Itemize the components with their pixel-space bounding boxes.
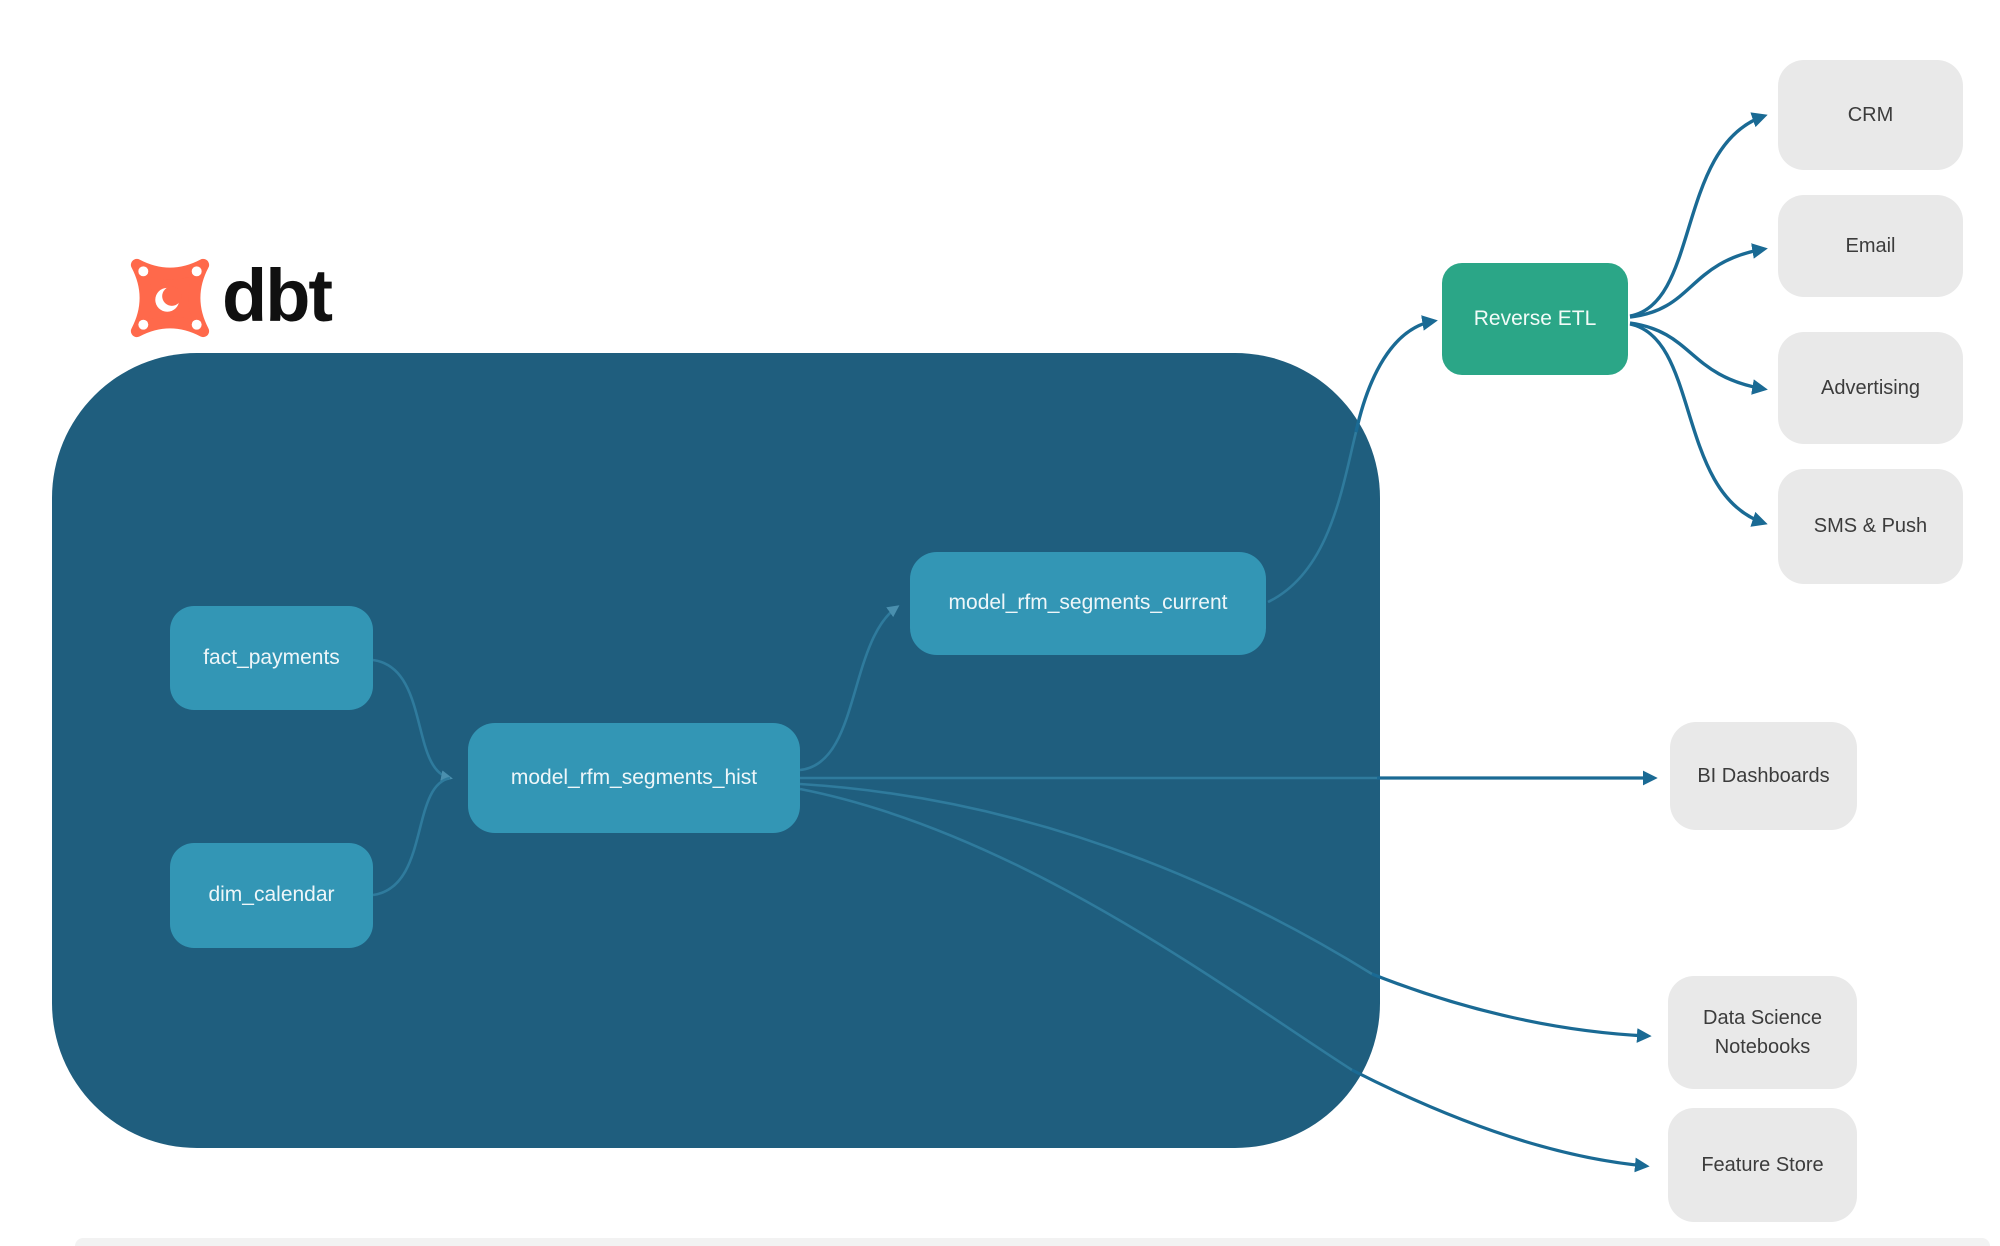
node-feature-store: Feature Store (1668, 1108, 1857, 1222)
node-advertising: Advertising (1778, 332, 1963, 444)
node-sms-push: SMS & Push (1778, 469, 1963, 584)
edge-reverse-etl-to-sms-push (1629, 322, 1768, 527)
node-label: fact_payments (203, 645, 340, 669)
node-label: Advertising (1821, 376, 1920, 399)
node-dim-calendar: dim_calendar (170, 843, 373, 948)
node-email: Email (1778, 195, 1963, 297)
node-label: model_rfm_segments_hist (510, 765, 758, 789)
node-reverse-etl: Reverse ETL (1442, 263, 1628, 375)
dbt-star-icon (124, 252, 216, 344)
edge-hist-to-notebooks (1371, 972, 1652, 1043)
edge-reverse-etl-to-crm (1629, 112, 1768, 318)
node-label: Reverse ETL (1473, 306, 1597, 330)
footer-strip (75, 1238, 1990, 1246)
node-crm: CRM (1778, 60, 1963, 170)
node-label: Data Science Notebooks (1703, 1006, 1822, 1058)
edge-reverse-etl-to-email (1629, 243, 1768, 319)
edge-reverse-etl-to-advertising (1629, 321, 1768, 395)
node-label: Email (1845, 234, 1896, 257)
node-label: model_rfm_segments_current (948, 591, 1228, 615)
edge-current-to-reverse-etl (1354, 315, 1438, 433)
node-label: SMS & Push (1813, 515, 1928, 537)
node-model-rfm-segments-current: model_rfm_segments_current (910, 552, 1266, 655)
node-label: Feature Store (1701, 1153, 1824, 1176)
node-label: BI Dashboards (1697, 764, 1830, 787)
node-bi-dashboards: BI Dashboards (1670, 722, 1857, 830)
node-label: CRM (1847, 103, 1894, 126)
node-label: dim_calendar (208, 883, 335, 907)
dbt-wordmark: dbt (222, 254, 333, 337)
edge-hist-to-feature-store (1351, 1068, 1650, 1173)
node-fact-payments: fact_payments (170, 606, 373, 710)
node-data-science-notebooks: Data Science Notebooks (1668, 976, 1857, 1089)
dbt-logo: dbt (124, 252, 333, 344)
node-model-rfm-segments-hist: model_rfm_segments_hist (468, 723, 800, 833)
